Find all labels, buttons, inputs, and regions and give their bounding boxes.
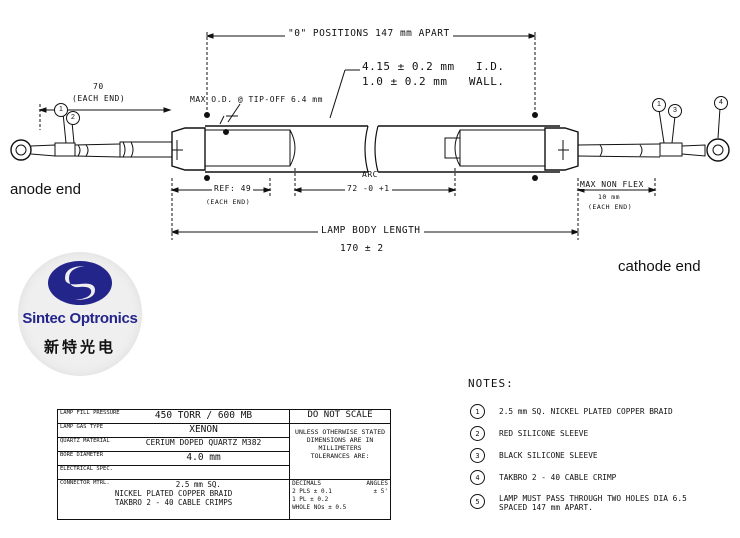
connector-line3: TAKBRO 2 - 40 CABLE CRIMPS <box>114 498 233 507</box>
tolerance-whole: WHOLE NOs ± 0.5 <box>292 504 347 511</box>
max-od-label: MAX O.D. @ TIP-OFF 6.4 mm <box>190 95 323 104</box>
lamp-tube-left <box>205 125 368 173</box>
logo-company-name: Sintec Optronics <box>22 310 138 327</box>
cathode-electrode-housing <box>544 127 579 171</box>
arc-value: 72 -0 +1 <box>345 184 392 193</box>
right-pass-hole-marker <box>532 112 538 118</box>
note-number: 3 <box>470 448 485 463</box>
logo-chinese-name: 新特光电 <box>43 339 116 356</box>
lead-each-end: (EACH END) <box>72 94 126 103</box>
ref-each-end: (EACH END) <box>206 198 251 206</box>
note-2: 2 RED SILICONE SLEEVE <box>470 426 588 441</box>
anode-black-sleeve <box>119 141 173 158</box>
tolerance-angle: ± 5' <box>373 488 388 495</box>
cathode-end-label: cathode end <box>618 258 701 275</box>
note-text-line2: SPACED 147 mm APART. <box>499 503 593 512</box>
note-4: 4 TAKBRO 2 - 40 CABLE CRIMP <box>470 470 616 485</box>
tolerance-1pl: 1 PL ± 0.2 <box>292 496 329 503</box>
gas-type-label: LAMP GAS TYPE <box>60 424 104 430</box>
left-pass-hole-marker <box>204 112 210 118</box>
note-5: 5 LAMP MUST PASS THROUGH TWO HOLES DIA 6.… <box>470 494 687 512</box>
note-text: RED SILICONE SLEEVE <box>499 429 589 438</box>
quartz-value: CERIUM DOPED QUARTZ M382 <box>145 438 262 447</box>
unless-stated-2: DIMENSIONS ARE IN <box>306 436 374 444</box>
tolerance-2pl: 2 PLS ± 0.1 <box>292 488 332 495</box>
ref-label: REF: 49 <box>212 184 254 193</box>
bore-label: BORE DIAMETER <box>60 452 104 458</box>
cathode-terminal-ring <box>706 138 730 162</box>
spec-table: LAMP FILL PRESSURE 450 TORR / 600 MB DO N… <box>56 409 391 520</box>
callout-3: 3 <box>668 104 682 118</box>
inner-diameter-label: 4.15 ± 0.2 mm I.D. <box>362 60 505 73</box>
lamp-drawing <box>10 32 730 240</box>
electrical-label: ELECTRICAL SPEC. <box>60 466 113 472</box>
unless-stated-3: MILLIMETERS <box>318 444 362 452</box>
cathode-red-sleeve <box>659 142 683 157</box>
note-number: 5 <box>470 494 485 509</box>
decimals-label: DECIMALS <box>292 480 321 487</box>
anode-end-label: anode end <box>10 181 81 198</box>
connector-line2: NICKEL PLATED COPPER BRAID <box>114 489 233 498</box>
left-tip-off <box>223 129 229 135</box>
fill-pressure-value: 450 TORR / 600 MB <box>154 410 253 421</box>
quartz-label: QUARTZ MATERIAL <box>60 438 110 444</box>
right-base-marker <box>532 175 538 181</box>
unless-stated-4: TOLERANCES ARE: <box>310 452 370 460</box>
connector-line1: 2.5 mm SQ. <box>175 480 221 489</box>
lamp-body-length-value: 170 ± 2 <box>340 243 384 254</box>
lead-length-value: 70 <box>93 82 104 91</box>
non-flex-value: 10 mm <box>598 193 621 201</box>
do-not-scale: DO NOT SCALE <box>307 410 373 420</box>
max-non-flex-label: MAX NON FLEX <box>580 180 644 189</box>
logo-emblem-icon <box>48 261 112 305</box>
anode-electrode-housing <box>171 127 206 171</box>
callout-2: 2 <box>66 111 80 125</box>
bore-value: 4.0 mm <box>186 452 221 463</box>
unless-stated-1: UNLESS OTHERWISE STATED <box>295 428 386 436</box>
arc-label: ARC <box>362 170 378 179</box>
wall-thickness-label: 1.0 ± 0.2 mm WALL. <box>362 75 505 88</box>
non-flex-each-end: (EACH END) <box>588 203 633 211</box>
callout-4: 4 <box>714 96 728 110</box>
notes-title: NOTES: <box>468 377 514 390</box>
note-3: 3 BLACK SILICONE SLEEVE <box>470 448 598 463</box>
fill-pressure-label: LAMP FILL PRESSURE <box>60 410 120 416</box>
callout-1: 1 <box>54 103 68 117</box>
left-base-marker <box>204 175 210 181</box>
note-number: 1 <box>470 404 485 419</box>
anode-terminal-ring <box>10 139 32 161</box>
note-text: BLACK SILICONE SLEEVE <box>499 451 598 460</box>
note-text: LAMP MUST PASS THROUGH TWO HOLES DIA 6.5 <box>499 494 687 503</box>
angles-label: ANGLES <box>366 480 388 487</box>
anode-red-sleeve <box>54 142 76 157</box>
note-text: 2.5 mm SQ. NICKEL PLATED COPPER BRAID <box>499 407 673 416</box>
note-1: 1 2.5 mm SQ. NICKEL PLATED COPPER BRAID <box>470 404 673 419</box>
callout-1-cathode: 1 <box>652 98 666 112</box>
positions-apart-label: "0" POSITIONS 147 mm APART <box>285 28 453 39</box>
note-number: 4 <box>470 470 485 485</box>
lamp-tube-right <box>378 125 560 173</box>
gas-type-value: XENON <box>189 424 218 435</box>
note-number: 2 <box>470 426 485 441</box>
company-logo: Sintec Optronics 新特光电 <box>18 252 142 376</box>
note-text: TAKBRO 2 - 40 CABLE CRIMP <box>499 473 617 482</box>
connector-label: CONNECTOR MTRL. <box>60 480 110 486</box>
lamp-body-length-label: LAMP BODY LENGTH <box>318 225 424 236</box>
